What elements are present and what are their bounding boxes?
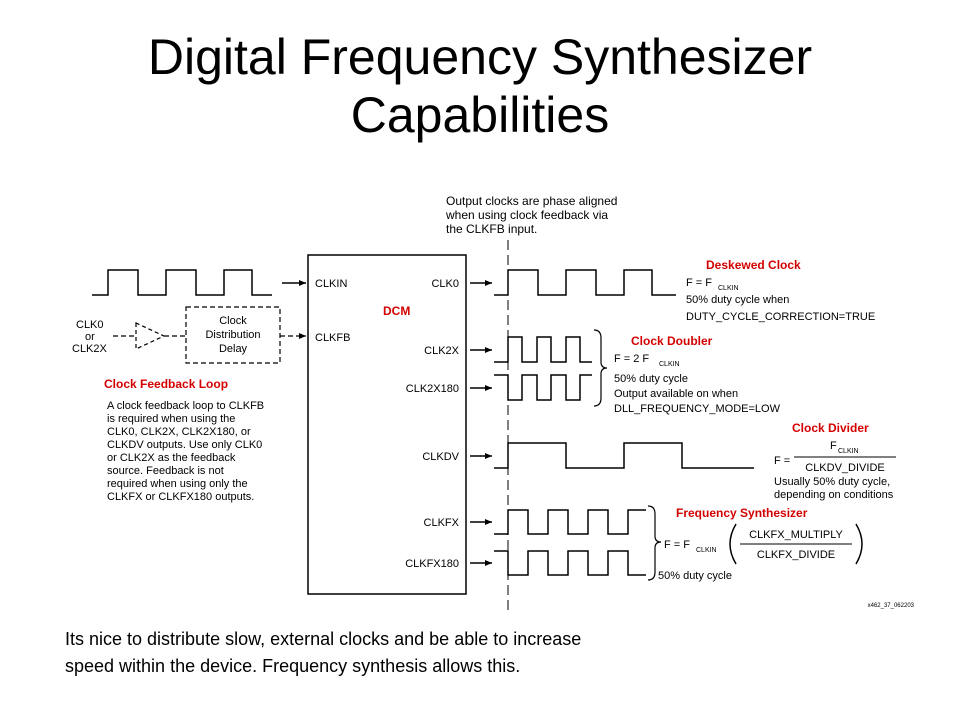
delay-box-line-3: Delay — [219, 343, 248, 355]
slide-title-line-2: Capabilities — [350, 87, 610, 143]
dcm-input-clkin: CLKIN — [315, 278, 347, 290]
clk-source-or: or — [85, 331, 95, 343]
slide-title-line-1: Digital Frequency Synthesizer — [147, 29, 813, 85]
clkdv-waveform — [494, 442, 754, 469]
dcm-output-clkfx180: CLKFX180 — [405, 558, 459, 570]
divider-denominator: CLKDV_DIVIDE — [805, 462, 884, 474]
feedback-line-5: or CLK2X as the feedback — [107, 452, 236, 464]
clkin-waveform — [92, 269, 272, 296]
clk2x-waveform — [494, 336, 592, 363]
synth-heading: Frequency Synthesizer — [676, 506, 808, 520]
dcm-output-clk0: CLK0 — [431, 278, 459, 290]
dcm-block — [307, 254, 467, 595]
deskewed-formula-sub: CLKIN — [718, 285, 739, 292]
clk2x180-waveform — [494, 374, 592, 401]
synth-formula: F = F — [664, 539, 690, 551]
clkfx180-waveform — [494, 550, 646, 576]
feedback-line-1: A clock feedback loop to CLKFB — [107, 400, 264, 412]
caption: Its nice to distribute slow, external cl… — [65, 626, 925, 680]
doubler-line-3: DLL_FREQUENCY_MODE=LOW — [614, 403, 781, 415]
divider-line-1: Usually 50% duty cycle, — [774, 476, 890, 488]
deskewed-formula: F = F — [686, 277, 712, 289]
caption-line-1: Its nice to distribute slow, external cl… — [65, 629, 582, 649]
divider-lhs: F = — [774, 455, 790, 467]
top-note-line-3: the CLKFB input. — [446, 222, 537, 236]
synth-brace — [647, 505, 662, 581]
dcm-output-clk2x: CLK2X — [424, 345, 460, 357]
doubler-line-1: 50% duty cycle — [614, 373, 688, 385]
doubler-line-2: Output available on when — [614, 388, 738, 400]
feedback-line-3: CLK0, CLK2X, CLK2X180, or — [107, 426, 251, 438]
delay-box-line-2: Distribution — [205, 329, 260, 341]
doubler-heading: Clock Doubler — [631, 334, 713, 348]
doubler-formula: F = 2 F — [614, 353, 649, 365]
feedback-heading: Clock Feedback Loop — [104, 377, 228, 391]
doubler-brace — [593, 329, 608, 407]
delay-box-line-1: Clock — [219, 315, 247, 327]
clk0-waveform — [494, 269, 676, 296]
dcm-output-clk2x180: CLK2X180 — [406, 383, 459, 395]
feedback-line-2: is required when using the — [107, 413, 235, 425]
divider-numerator-sub: CLKIN — [838, 448, 859, 455]
clk-source-clk0: CLK0 — [76, 319, 104, 331]
clk-source-clk2x: CLK2X — [72, 343, 108, 355]
feedback-line-4: CLKDV outputs. Use only CLK0 — [107, 439, 262, 451]
feedback-line-8: CLKFX or CLKFX180 outputs. — [107, 491, 254, 503]
synth-numerator: CLKFX_MULTIPLY — [749, 529, 843, 541]
top-note-line-2: when using clock feedback via — [445, 208, 608, 222]
divider-heading: Clock Divider — [792, 421, 869, 435]
caption-line-2: speed within the device. Frequency synth… — [65, 656, 521, 676]
clkfx-waveform — [494, 509, 646, 535]
synth-denominator: CLKFX_DIVIDE — [757, 549, 835, 561]
synth-left-paren — [729, 523, 737, 565]
feedback-line-6: source. Feedback is not — [107, 465, 224, 477]
figure-id: x462_37_062203 — [868, 603, 915, 609]
dcm-output-clkdv: CLKDV — [422, 451, 459, 463]
synth-right-paren — [855, 523, 863, 565]
buffer-icon — [135, 322, 166, 350]
deskewed-heading: Deskewed Clock — [706, 258, 801, 272]
synth-line-1: 50% duty cycle — [658, 570, 732, 582]
divider-line-2: depending on conditions — [774, 489, 894, 501]
feedback-line-7: required when using only the — [107, 478, 248, 490]
doubler-formula-sub: CLKIN — [659, 361, 680, 368]
dcm-input-clkfb: CLKFB — [315, 332, 350, 344]
dcm-output-clkfx: CLKFX — [424, 517, 460, 529]
top-note-line-1: Output clocks are phase aligned — [446, 194, 617, 208]
divider-numerator: F — [830, 440, 837, 452]
delay-box — [185, 306, 281, 364]
deskewed-line-1: 50% duty cycle when — [686, 294, 789, 306]
synth-formula-sub: CLKIN — [696, 547, 717, 554]
deskewed-line-2: DUTY_CYCLE_CORRECTION=TRUE — [686, 311, 875, 323]
dcm-label: DCM — [383, 304, 410, 318]
slide-title: Digital Frequency Synthesizer Capabiliti… — [0, 28, 960, 144]
